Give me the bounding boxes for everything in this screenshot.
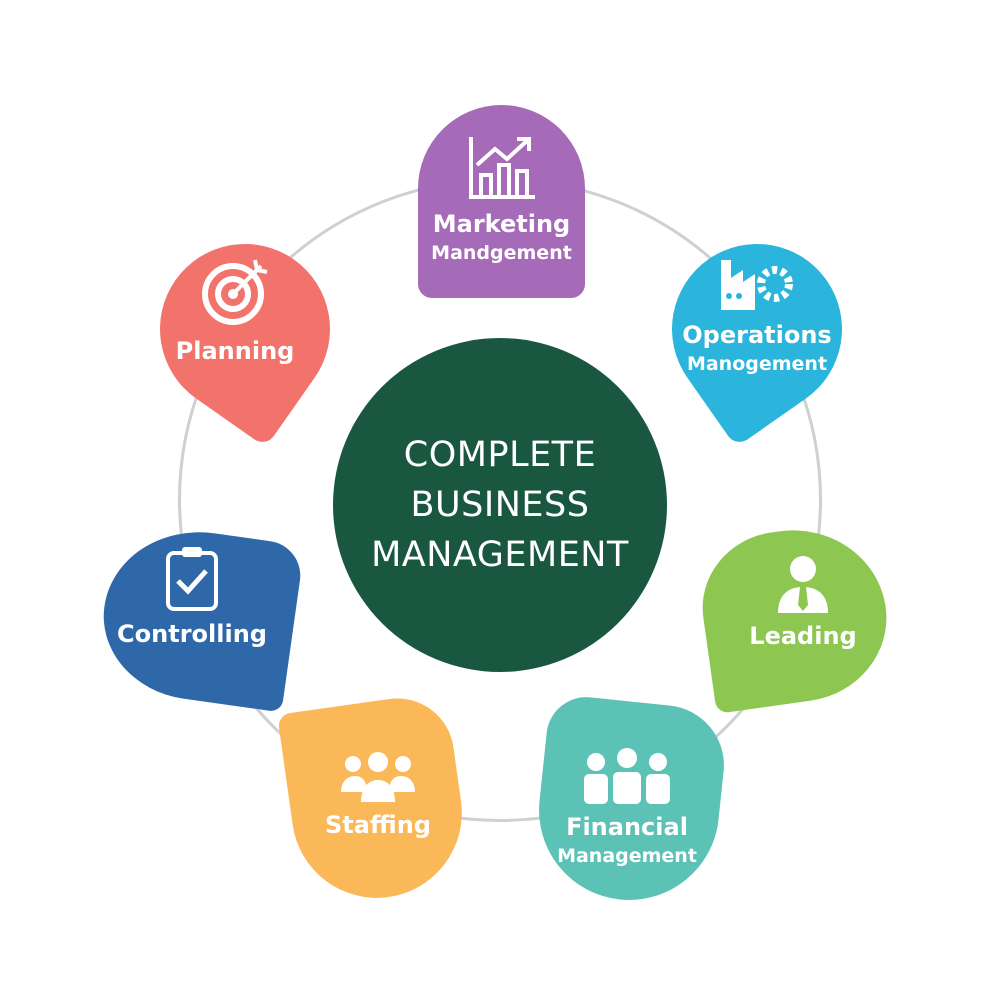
marketing-shape [418,105,585,298]
financial-subtitle: Management [557,845,697,867]
clipboard-check-icon [166,547,218,611]
leading-title: Leading [749,622,857,650]
operations-title: Operations [682,321,832,349]
target-icon [202,259,268,325]
center-line-3: MANAGEMENT [371,535,629,575]
node-financial: Financial Management [542,748,712,870]
staffing-title: Staffing [325,811,431,839]
node-planning: Planning [150,256,320,366]
planning-title: Planning [175,337,295,365]
node-controlling: Controlling [106,545,278,649]
person-tie-icon [778,556,828,613]
center-title: COMPLETE BUSINESS MANAGEMENT [333,338,667,672]
center-line-1: COMPLETE [403,435,597,475]
node-leading: Leading [718,555,888,651]
node-operations: Operations Manogement [672,258,842,378]
operations-subtitle: Manogement [686,353,828,375]
node-marketing: Marketing Mandgement [418,135,585,267]
controlling-title: Controlling [117,620,267,648]
financial-title: Financial [566,813,688,841]
marketing-title: Marketing [432,210,571,238]
team-icon [584,748,670,804]
people-group-icon [341,752,415,802]
node-staffing: Staffing [290,752,466,840]
marketing-subtitle: Mandgement [431,242,572,264]
factory-gear-icon [721,260,793,310]
center-line-2: BUSINESS [410,485,590,525]
bar-chart-growth-icon [468,137,535,199]
